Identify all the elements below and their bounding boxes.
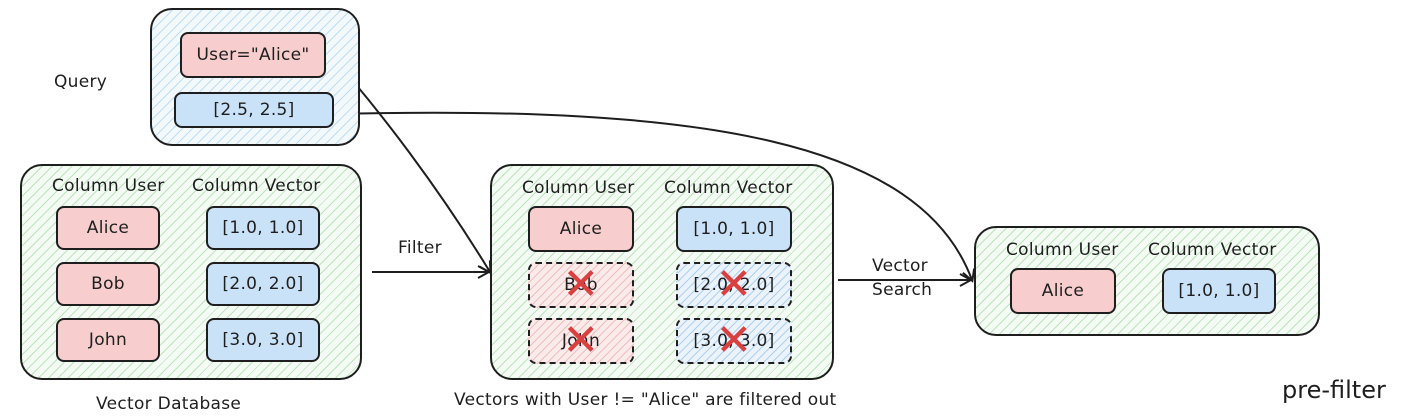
query-vector: [2.5, 2.5] bbox=[174, 92, 334, 128]
filtered-panel: Column User Column Vector Alice [1.0, 1.… bbox=[490, 164, 834, 380]
database-vector-cell: [2.0, 2.0] bbox=[206, 262, 320, 306]
filtered-user-cell-removed: John ✕ bbox=[528, 318, 634, 364]
query-label: Query bbox=[54, 72, 108, 92]
cross-icon: ✕ bbox=[715, 259, 753, 310]
filtered-user-cell-removed: Bob ✕ bbox=[528, 262, 634, 308]
database-vector-cell: [3.0, 3.0] bbox=[206, 318, 320, 362]
vector-database-panel: Column User Column Vector Alice [1.0, 1.… bbox=[20, 164, 362, 380]
filtered-vector-cell-kept: [1.0, 1.0] bbox=[676, 206, 792, 252]
query-filter-condition: User="Alice" bbox=[180, 32, 326, 78]
database-user-cell: Bob bbox=[56, 262, 160, 306]
database-col-user-header: Column User bbox=[52, 176, 165, 196]
filtered-vector-cell-removed: [2.0, 2.0] ✕ bbox=[676, 262, 792, 308]
result-col-vector-header: Column Vector bbox=[1148, 240, 1277, 260]
database-user-cell: Alice bbox=[56, 206, 160, 250]
result-panel: Column User Column Vector Alice [1.0, 1.… bbox=[974, 226, 1320, 336]
removed-vector-text: [2.0, 2.0] bbox=[693, 275, 775, 295]
filtered-user-cell-kept: Alice bbox=[528, 206, 634, 252]
arrow-query-vector-to-result bbox=[333, 111, 972, 280]
database-vector-cell: [1.0, 1.0] bbox=[206, 206, 320, 250]
cross-icon: ✕ bbox=[715, 315, 753, 366]
filtered-col-user-header: Column User bbox=[522, 178, 635, 198]
result-col-user-header: Column User bbox=[1006, 240, 1119, 260]
filtered-col-vector-header: Column Vector bbox=[664, 178, 793, 198]
cross-icon: ✕ bbox=[562, 315, 600, 366]
database-user-cell: John bbox=[56, 318, 160, 362]
database-col-vector-header: Column Vector bbox=[192, 176, 321, 196]
removed-vector-text: [3.0, 3.0] bbox=[693, 331, 775, 351]
removed-user-text: John bbox=[561, 331, 601, 351]
result-vector-cell: [1.0, 1.0] bbox=[1162, 268, 1276, 314]
filtered-vector-cell-removed: [3.0, 3.0] ✕ bbox=[676, 318, 792, 364]
vector-search-label-line1: Vector bbox=[872, 256, 928, 276]
query-panel: User="Alice" [2.5, 2.5] bbox=[150, 8, 360, 146]
filtered-caption: Vectors with User != "Alice" are filtere… bbox=[454, 390, 837, 410]
result-user-cell: Alice bbox=[1010, 268, 1116, 314]
removed-user-text: Bob bbox=[564, 275, 598, 295]
vector-search-label-line2: Search bbox=[872, 280, 933, 300]
database-caption: Vector Database bbox=[96, 394, 242, 414]
cross-icon: ✕ bbox=[562, 259, 600, 310]
filter-edge-label: Filter bbox=[398, 238, 442, 258]
diagram-title: pre-filter bbox=[1282, 376, 1386, 404]
